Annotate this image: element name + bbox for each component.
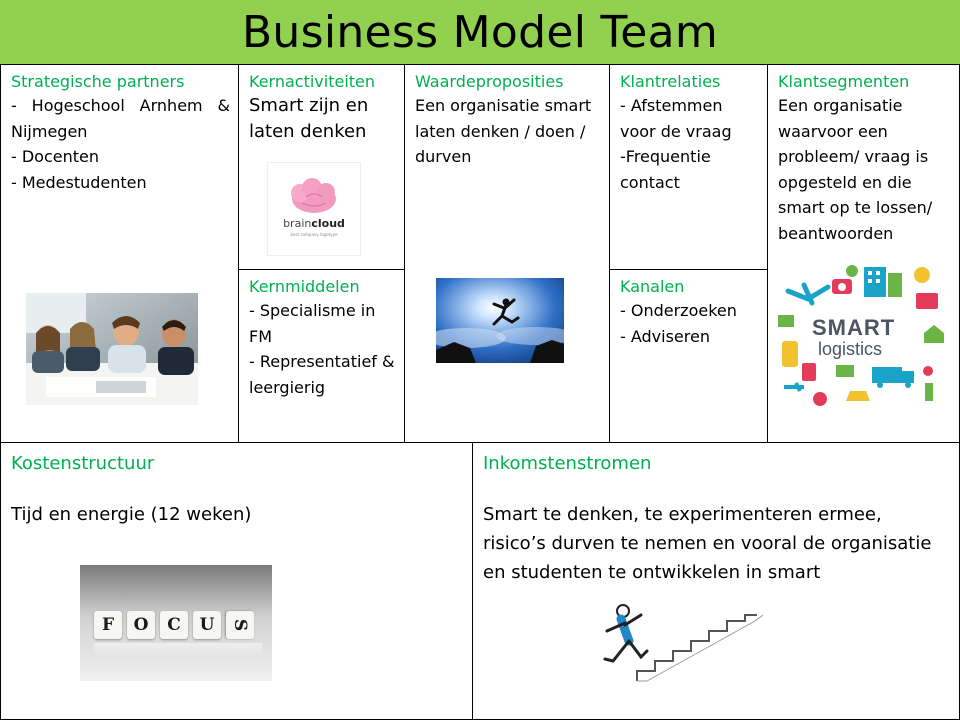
braincloud-brand-a: brain bbox=[283, 217, 312, 230]
focus-tile: U bbox=[193, 611, 221, 639]
relations-cell: Klantrelaties - Afstemmen voor de vraag … bbox=[609, 64, 768, 270]
costs-body: Tijd en energie (12 weken) bbox=[11, 504, 252, 525]
focus-tiles: F O C U S bbox=[94, 611, 262, 641]
smart-word: SMART bbox=[812, 315, 895, 340]
costs-heading: Kostenstructuur bbox=[11, 453, 155, 474]
key-icon bbox=[784, 382, 804, 392]
smart-logistics-graphic: SMART logistics bbox=[774, 263, 946, 411]
gear-icon bbox=[846, 265, 858, 277]
leap-photo bbox=[436, 278, 564, 363]
phone-icon bbox=[782, 341, 798, 367]
activities-body: Smart zijn en laten denken bbox=[249, 95, 369, 142]
activities-cell: Kernactiviteiten Smart zijn en laten den… bbox=[238, 64, 405, 270]
clock-icon bbox=[914, 267, 930, 283]
cog-icon bbox=[813, 392, 827, 406]
partners-heading: Strategische partners bbox=[11, 72, 185, 91]
partners-cell: Strategische partners - Hogeschool Arnhe… bbox=[0, 64, 239, 443]
page-title: Business Model Team bbox=[241, 6, 719, 58]
channels-heading: Kanalen bbox=[620, 277, 685, 296]
relations-body: - Afstemmen voor de vraag -Frequentie co… bbox=[620, 96, 732, 192]
value-cell: Waardeproposities Een organisatie smart … bbox=[404, 64, 610, 443]
resources-body: - Specialisme in FM - Representatief & l… bbox=[249, 301, 395, 397]
braincloud-brand-b: cloud bbox=[311, 217, 345, 230]
truck-icon bbox=[872, 367, 902, 383]
revenue-cell: Inkomstenstromen Smart te denken, te exp… bbox=[472, 442, 960, 720]
channels-cell: Kanalen - Onderzoeken - Adviseren bbox=[609, 269, 768, 443]
focus-tile: O bbox=[127, 611, 155, 639]
revenue-heading: Inkomstenstromen bbox=[483, 453, 652, 474]
channels-body: - Onderzoeken - Adviseren bbox=[620, 301, 737, 346]
airplane-icon bbox=[785, 282, 831, 306]
revenue-body: Smart te denken, te experimenteren ermee… bbox=[483, 504, 932, 583]
activities-heading: Kernactiviteiten bbox=[249, 72, 376, 91]
car-icon bbox=[846, 391, 870, 401]
brain-icon bbox=[291, 178, 336, 213]
title-bar: Business Model Team bbox=[0, 0, 960, 65]
braincloud-logo: braincloud best company logotype bbox=[268, 163, 360, 255]
focus-tile: C bbox=[160, 611, 188, 639]
focus-tile: S bbox=[226, 611, 254, 639]
focus-tile: F bbox=[94, 611, 122, 639]
pin-icon bbox=[923, 366, 933, 376]
segments-cell: Klantsegmenten Een organisatie waarvoor … bbox=[767, 64, 960, 443]
value-body: Een organisatie smart laten denken / doe… bbox=[415, 96, 592, 166]
cup-icon bbox=[778, 315, 794, 327]
focus-photo: F O C U S bbox=[80, 565, 272, 681]
stairs-figure bbox=[577, 601, 775, 685]
segments-body: Een organisatie waarvoor een probleem/ v… bbox=[778, 96, 933, 243]
resources-cell: Kernmiddelen - Specialisme in FM - Repre… bbox=[238, 269, 405, 443]
partners-body: - Hogeschool Arnhem & Nijmegen - Docente… bbox=[11, 96, 230, 192]
students-photo bbox=[26, 293, 198, 405]
segments-heading: Klantsegmenten bbox=[778, 72, 910, 91]
runner-icon bbox=[603, 604, 649, 663]
home-icon bbox=[924, 325, 944, 343]
logistics-word: logistics bbox=[818, 339, 882, 359]
building-icon bbox=[864, 267, 886, 297]
resources-heading: Kernmiddelen bbox=[249, 277, 360, 296]
value-heading: Waardeproposities bbox=[415, 72, 564, 91]
braincloud-tagline: best company logotype bbox=[290, 232, 338, 237]
relations-heading: Klantrelaties bbox=[620, 72, 721, 91]
screen-icon bbox=[916, 293, 938, 309]
costs-cell: Kostenstructuur Tijd en energie (12 weke… bbox=[0, 442, 473, 720]
money-icon bbox=[836, 365, 854, 377]
